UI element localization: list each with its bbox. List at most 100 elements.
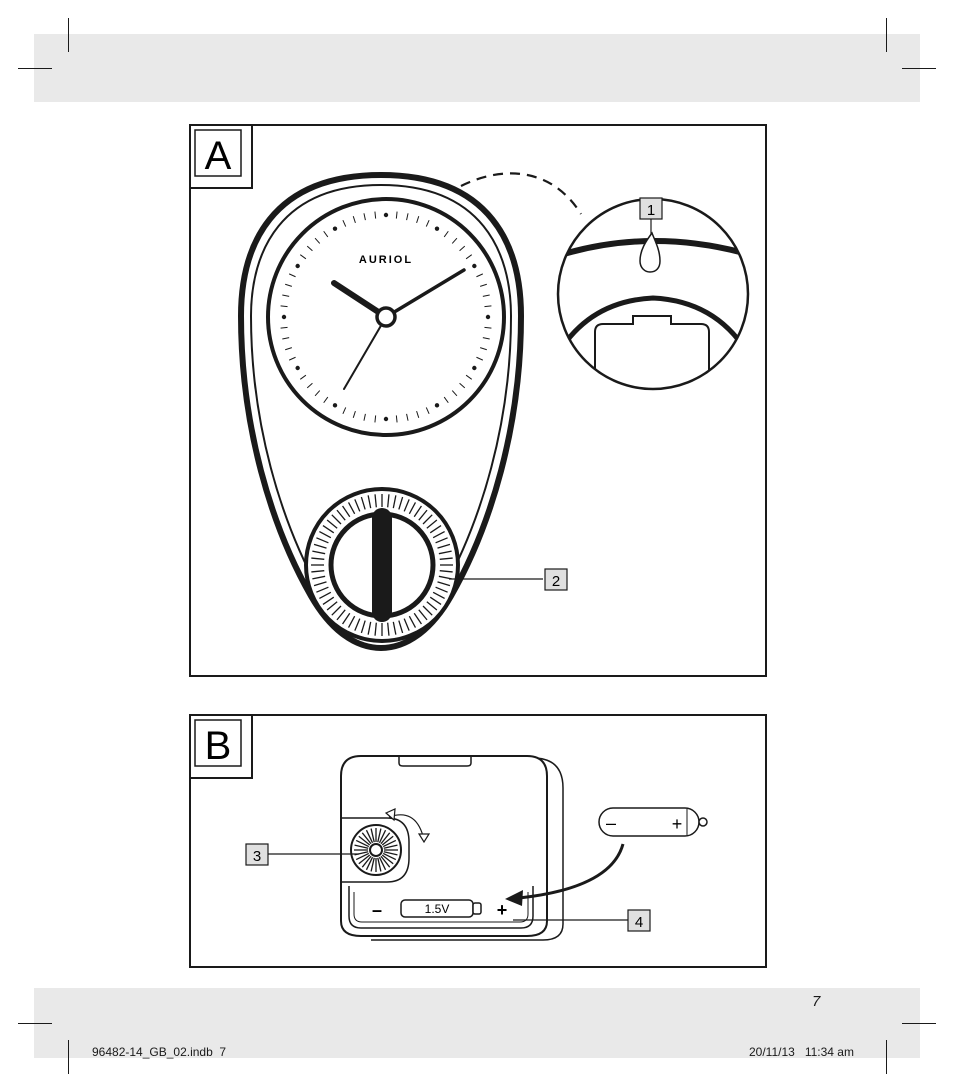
callout-4-label: 4 — [635, 914, 643, 931]
tick-mark — [459, 382, 466, 389]
tick-mark — [439, 557, 453, 560]
tick-mark — [313, 581, 327, 587]
tick-mark — [403, 499, 410, 512]
tick-mark — [383, 844, 398, 849]
hanging-hole — [639, 231, 661, 273]
tick-mark — [465, 374, 473, 380]
tick-mark — [361, 832, 372, 845]
tick-mark — [312, 575, 326, 580]
callout-2-box — [544, 568, 568, 591]
tick-mark — [288, 273, 296, 278]
tick-mark — [342, 219, 347, 227]
tick-mark — [363, 413, 366, 421]
tick-mark — [306, 382, 313, 389]
figure-b-letter-box — [194, 719, 242, 767]
figure-a-panel: A AURIOL 2 — [189, 124, 767, 677]
tick-mark — [313, 543, 327, 549]
tick-mark — [416, 216, 420, 223]
tick-mark — [443, 396, 449, 404]
tick-mark — [443, 230, 449, 238]
tick-mark — [426, 601, 438, 611]
tick-mark — [354, 499, 361, 512]
compartment-minus: – — [372, 900, 382, 920]
date-slug: 20/11/13 11:34 am — [749, 1045, 854, 1059]
tick-mark — [322, 525, 335, 534]
tick-mark — [435, 586, 448, 593]
tick-mark — [382, 839, 397, 848]
clock-body-outer — [237, 171, 525, 652]
callout-2-label: 2 — [552, 573, 560, 590]
tick-mark — [377, 857, 382, 872]
insert-arrow-head — [505, 890, 523, 906]
footer-band — [34, 988, 920, 1058]
rotation-arrow-head-left — [384, 808, 396, 822]
tick-mark — [398, 496, 404, 510]
tick-mark — [316, 586, 329, 593]
crop-mark — [68, 18, 69, 52]
tick-mark — [406, 213, 409, 221]
tick-mark — [285, 347, 292, 351]
figure-a-drawing: A AURIOL 2 — [191, 126, 750, 652]
tick-mark — [370, 857, 375, 872]
tick-mark — [342, 407, 347, 415]
tick-mark — [429, 596, 442, 605]
figure-a-letter: A — [205, 134, 232, 178]
figure-a-letter-box — [194, 129, 242, 177]
tick-mark — [392, 621, 397, 635]
tick-mark — [425, 219, 430, 227]
tick-mark — [360, 620, 366, 634]
hour-dot — [434, 226, 440, 231]
tick-mark — [395, 211, 398, 219]
compartment-plus: + — [497, 900, 508, 920]
tick-mark — [319, 591, 332, 600]
tick-mark — [352, 216, 356, 223]
page-number: 7 — [812, 993, 821, 1010]
file-slug: 96482-14_GB_02.indb 7 — [92, 1045, 227, 1059]
crop-mark — [68, 1040, 69, 1074]
tick-mark — [413, 612, 422, 625]
tick-mark — [437, 581, 451, 587]
tick-mark — [306, 245, 313, 252]
tick-mark — [299, 374, 307, 380]
clock-ticks — [280, 211, 492, 423]
battery-compartment — [348, 886, 534, 929]
battery-voltage-label: 1.5V — [425, 902, 450, 916]
tick-mark — [426, 519, 438, 529]
tick-mark — [365, 829, 374, 844]
tick-mark — [482, 337, 490, 340]
tick-mark — [323, 230, 329, 238]
tick-mark — [422, 514, 433, 525]
hour-dot — [485, 314, 491, 320]
tick-mark — [347, 502, 356, 515]
tick-mark — [336, 609, 346, 621]
crop-mark — [886, 18, 887, 52]
setting-wheel-hub — [369, 843, 383, 857]
tick-mark — [323, 396, 329, 404]
tick-mark — [355, 839, 370, 848]
callout-1-label: 1 — [647, 202, 655, 219]
hands-pivot — [375, 306, 397, 328]
tick-mark — [381, 854, 394, 865]
timer-knob-grip — [372, 508, 392, 622]
tick-mark — [280, 305, 288, 308]
crop-mark — [18, 1023, 52, 1024]
tick-mark — [336, 509, 346, 521]
crop-mark — [18, 68, 52, 69]
tick-mark — [392, 495, 397, 509]
callout-3-label: 3 — [253, 848, 261, 865]
tick-mark — [451, 390, 458, 397]
tick-mark — [288, 356, 296, 361]
tick-mark — [381, 835, 394, 846]
tick-mark — [476, 356, 484, 361]
tick-mark — [370, 828, 375, 843]
tick-mark — [422, 605, 433, 616]
tick-mark — [355, 852, 370, 861]
tick-mark — [282, 337, 290, 340]
crop-mark — [886, 1040, 887, 1074]
device-top-slot — [398, 756, 472, 767]
second-hand — [343, 316, 387, 390]
tick-mark — [435, 537, 448, 544]
tick-mark — [429, 525, 442, 534]
tick-mark — [380, 832, 391, 845]
tick-mark — [408, 615, 417, 628]
